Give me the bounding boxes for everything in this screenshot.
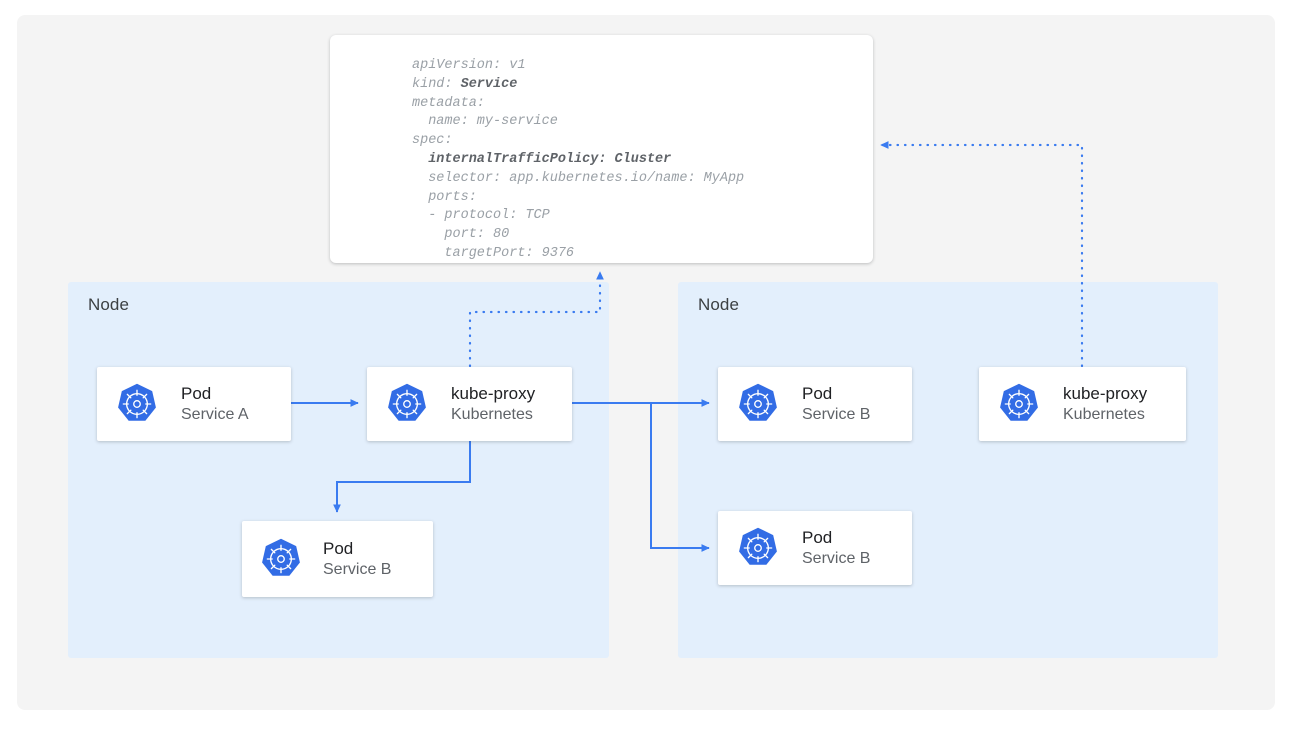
node-right: Node [678, 282, 1218, 658]
node-left: Node [68, 282, 609, 658]
node-left-label: Node [88, 295, 130, 314]
card-kube-proxy-left-text: kube-proxy Kubernetes [451, 383, 566, 425]
card-pod-service-a-text: Pod Service A [181, 383, 285, 425]
card-kube-proxy-left[interactable]: kube-proxy Kubernetes [367, 367, 572, 441]
card-pod-service-b-left[interactable]: Pod Service B [242, 521, 433, 597]
card-title: Pod [802, 528, 833, 547]
kubernetes-icon [736, 526, 780, 570]
card-subtitle: Service B [802, 406, 871, 423]
yaml-internal-traffic-policy: internalTrafficPolicy: Cluster [428, 151, 672, 167]
yaml-line-selector: selector: app.kubernetes.io/name: MyApp [412, 170, 745, 186]
service-spec-yaml: apiVersion: v1 kind: Service metadata: n… [412, 58, 745, 261]
card-kube-proxy-right-text: kube-proxy Kubernetes [1063, 383, 1180, 425]
yaml-line-metadata: metadata: [412, 95, 485, 111]
yaml-line-port: port: 80 [412, 227, 510, 243]
kubernetes-icon [997, 382, 1041, 426]
card-pod-service-b-right-bottom[interactable]: Pod Service B [718, 511, 912, 585]
card-title: Pod [181, 384, 212, 403]
card-title: Pod [323, 539, 354, 558]
node-right-label: Node [698, 295, 740, 314]
card-pod-service-b-left-text: Pod Service B [323, 538, 427, 580]
yaml-line-protocol: - protocol: TCP [412, 208, 550, 224]
kubernetes-icon [736, 382, 780, 426]
card-title: kube-proxy [1063, 384, 1148, 403]
yaml-line-apiversion: apiVersion: v1 [412, 58, 526, 73]
card-title: Pod [802, 384, 833, 403]
card-pod-service-b-right-bottom-text: Pod Service B [802, 527, 906, 569]
card-subtitle: Service B [323, 561, 392, 578]
yaml-line-spec: spec: [412, 133, 453, 149]
card-pod-service-b-right-top[interactable]: Pod Service B [718, 367, 912, 441]
card-pod-service-a[interactable]: Pod Service A [97, 367, 291, 441]
kubernetes-icon [385, 382, 429, 426]
yaml-line-ports: ports: [412, 189, 477, 205]
yaml-kind-value: Service [460, 76, 518, 92]
card-pod-service-b-right-top-text: Pod Service B [802, 383, 906, 425]
service-spec-card: apiVersion: v1 kind: Service metadata: n… [330, 35, 873, 263]
card-subtitle: Service B [802, 550, 871, 567]
kubernetes-icon [259, 537, 303, 581]
kubernetes-icon [115, 382, 159, 426]
yaml-line-name: name: my-service [412, 114, 558, 130]
card-subtitle: Service A [181, 406, 249, 423]
card-kube-proxy-right[interactable]: kube-proxy Kubernetes [979, 367, 1186, 441]
card-subtitle: Kubernetes [451, 406, 533, 423]
card-subtitle: Kubernetes [1063, 406, 1145, 423]
yaml-line-targetport: targetPort: 9376 [412, 245, 575, 261]
card-title: kube-proxy [451, 384, 536, 403]
